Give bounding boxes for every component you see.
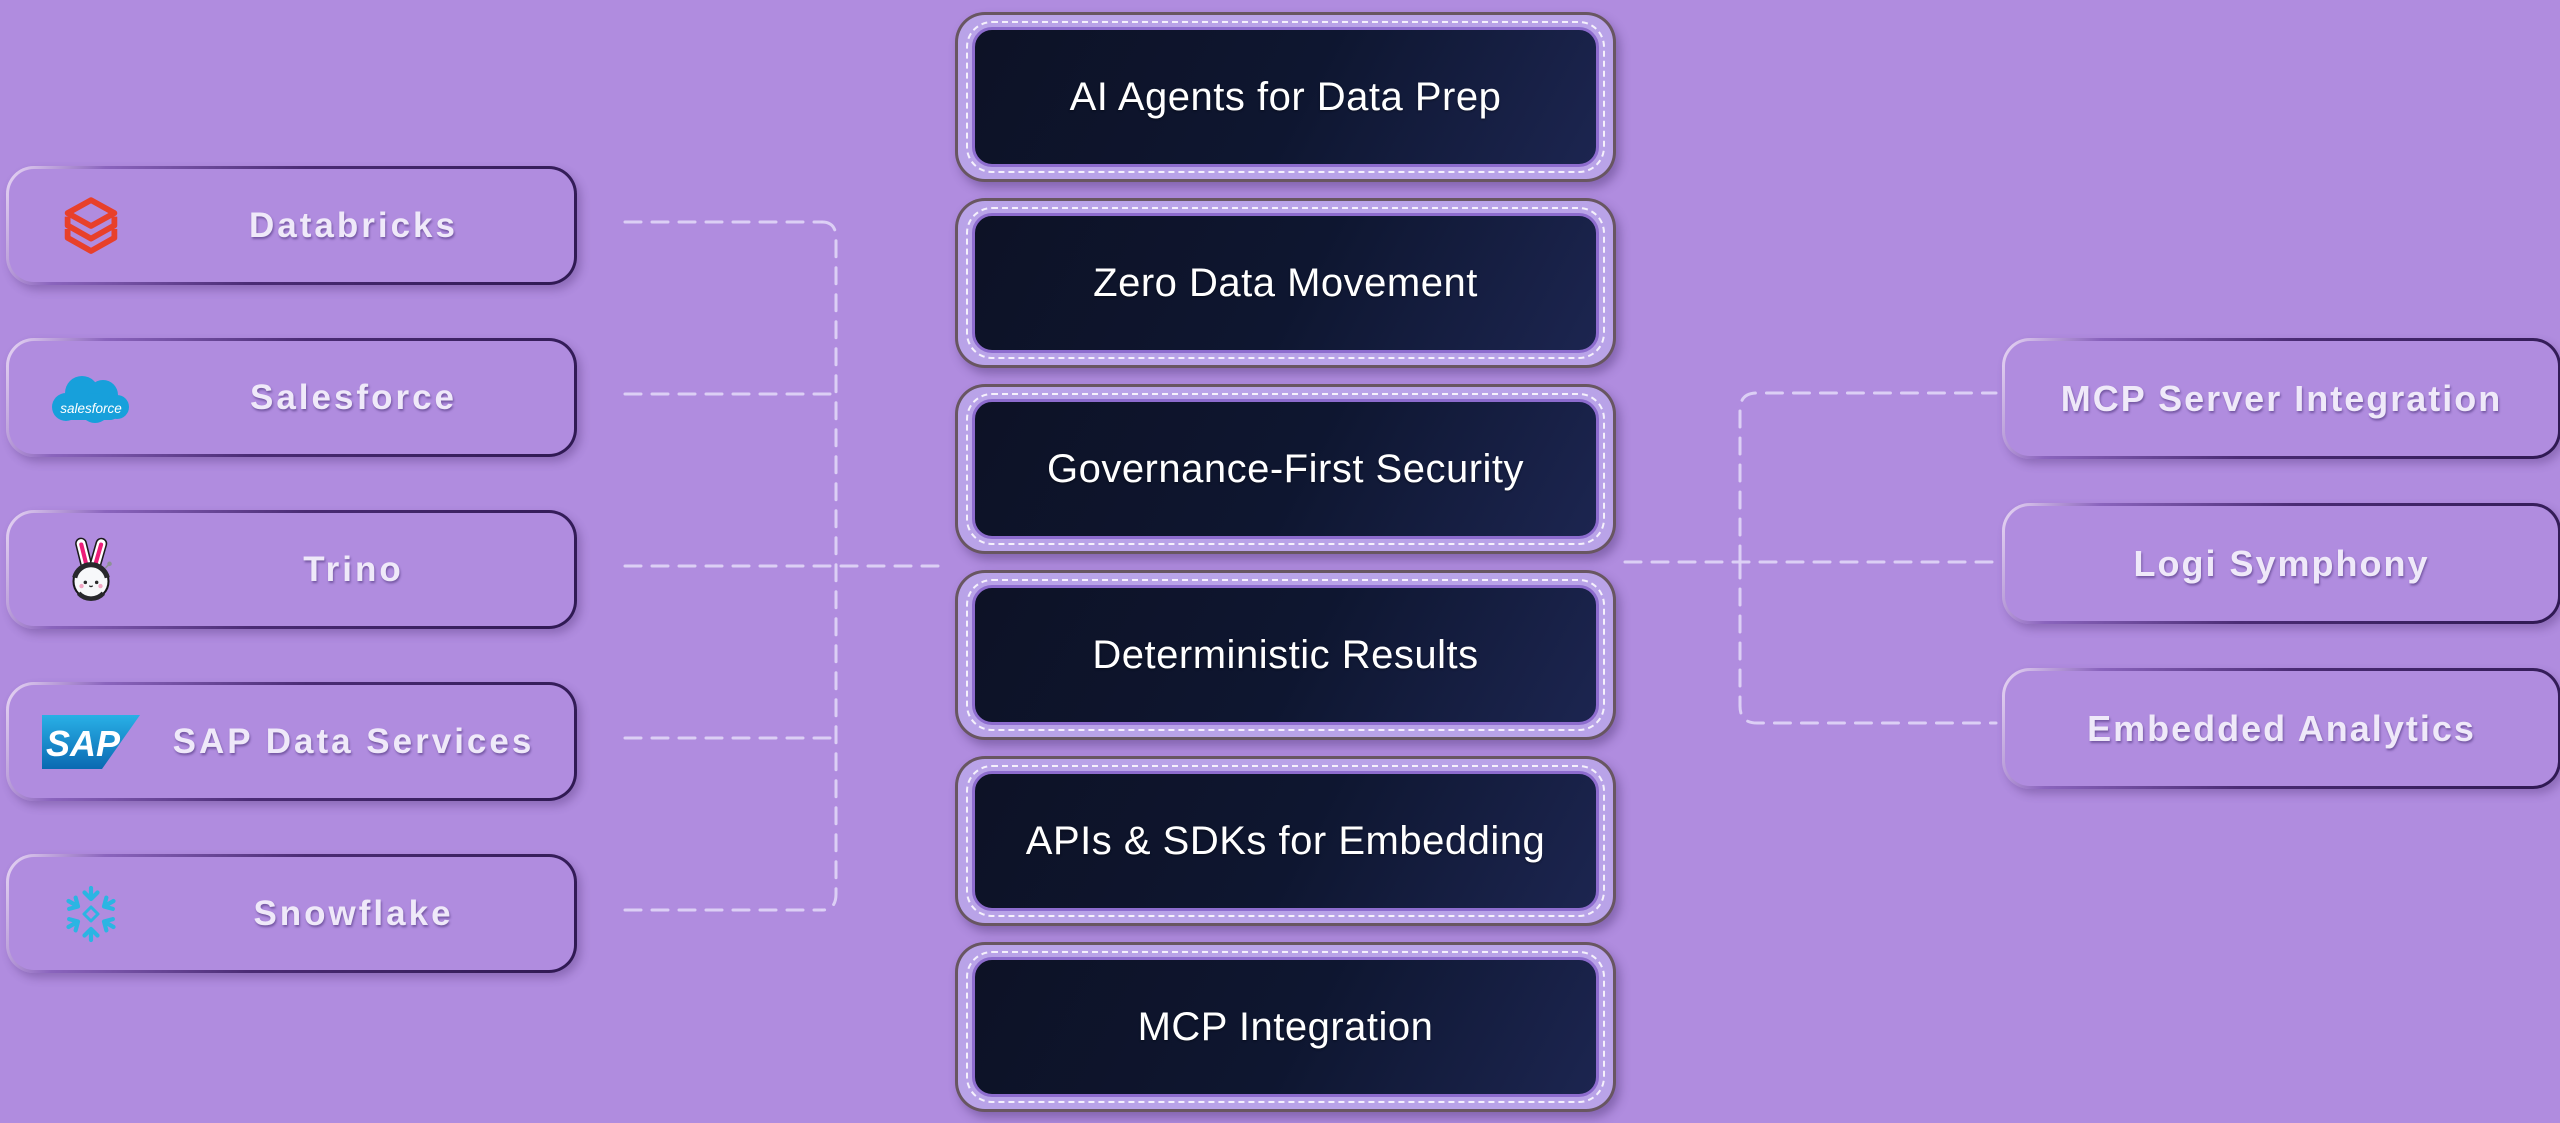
databricks-icon [39,193,143,259]
source-node-snowflake-body: Snowflake [9,857,574,970]
connector-right-bus-bottom [1738,560,1998,725]
source-node-snowflake: Snowflake [6,854,577,973]
feature-panel: Governance-First Security [966,393,1605,545]
feature-node-deterministic-results: Deterministic Results [955,570,1616,740]
salesforce-icon: salesforce [39,368,143,428]
output-label: Logi Symphony [2133,542,2430,584]
feature-panel: Deterministic Results [966,579,1605,731]
feature-panel: MCP Integration [966,951,1605,1103]
feature-node-governance-first-security: Governance-First Security [955,384,1616,554]
output-node-body: Logi Symphony [2005,506,2558,621]
output-node-body: Embedded Analytics [2005,671,2558,786]
source-label: Databricks [249,205,458,245]
connector-left-bus [820,220,838,912]
feature-label: AI Agents for Data Prep [1069,74,1502,119]
source-node-salesforce: salesforce Salesforce [6,338,577,457]
feature-node-zero-data-movement: Zero Data Movement [955,198,1616,368]
sap-icon: SAP [39,714,143,769]
feature-label: APIs & SDKs for Embedding [1025,818,1546,863]
feature-node-mcp-integration: MCP Integration [955,942,1616,1112]
source-label: Snowflake [253,893,454,933]
feature-label: Zero Data Movement [1093,260,1478,305]
feature-node-ai-agents: AI Agents for Data Prep [955,12,1616,182]
source-node-sap-body: SAP SAP Data Services [9,685,574,798]
feature-label: Governance-First Security [1046,446,1525,491]
feature-panel: Zero Data Movement [966,207,1605,359]
connector-right-bus-top [1738,391,1998,564]
source-node-salesforce-body: salesforce Salesforce [9,341,574,454]
output-label: Embedded Analytics [2087,707,2476,749]
output-node-body: MCP Server Integration [2005,341,2558,456]
snowflake-icon [39,882,143,946]
trino-bunny-icon [39,536,143,604]
feature-panel: APIs & SDKs for Embedding [966,765,1605,917]
source-node-databricks: Databricks [6,166,577,285]
output-node-logi-symphony: Logi Symphony [2002,503,2560,624]
source-label: Salesforce [249,377,458,417]
source-node-sap: SAP SAP Data Services [6,682,577,801]
output-label: MCP Server Integration [2060,377,2503,419]
source-label: Trino [303,549,404,589]
source-label: SAP Data Services [172,721,535,761]
feature-node-apis-sdks: APIs & SDKs for Embedding [955,756,1616,926]
source-node-databricks-body: Databricks [9,169,574,282]
feature-panel: AI Agents for Data Prep [966,21,1605,173]
source-node-trino-body: Trino [9,513,574,626]
output-node-embedded-analytics: Embedded Analytics [2002,668,2560,789]
salesforce-wordmark: salesforce [60,401,122,416]
feature-label: Deterministic Results [1092,632,1479,677]
sap-wordmark: SAP [46,723,121,764]
output-node-mcp-server-integration: MCP Server Integration [2002,338,2560,459]
feature-label: MCP Integration [1137,1004,1434,1049]
source-node-trino: Trino [6,510,577,629]
